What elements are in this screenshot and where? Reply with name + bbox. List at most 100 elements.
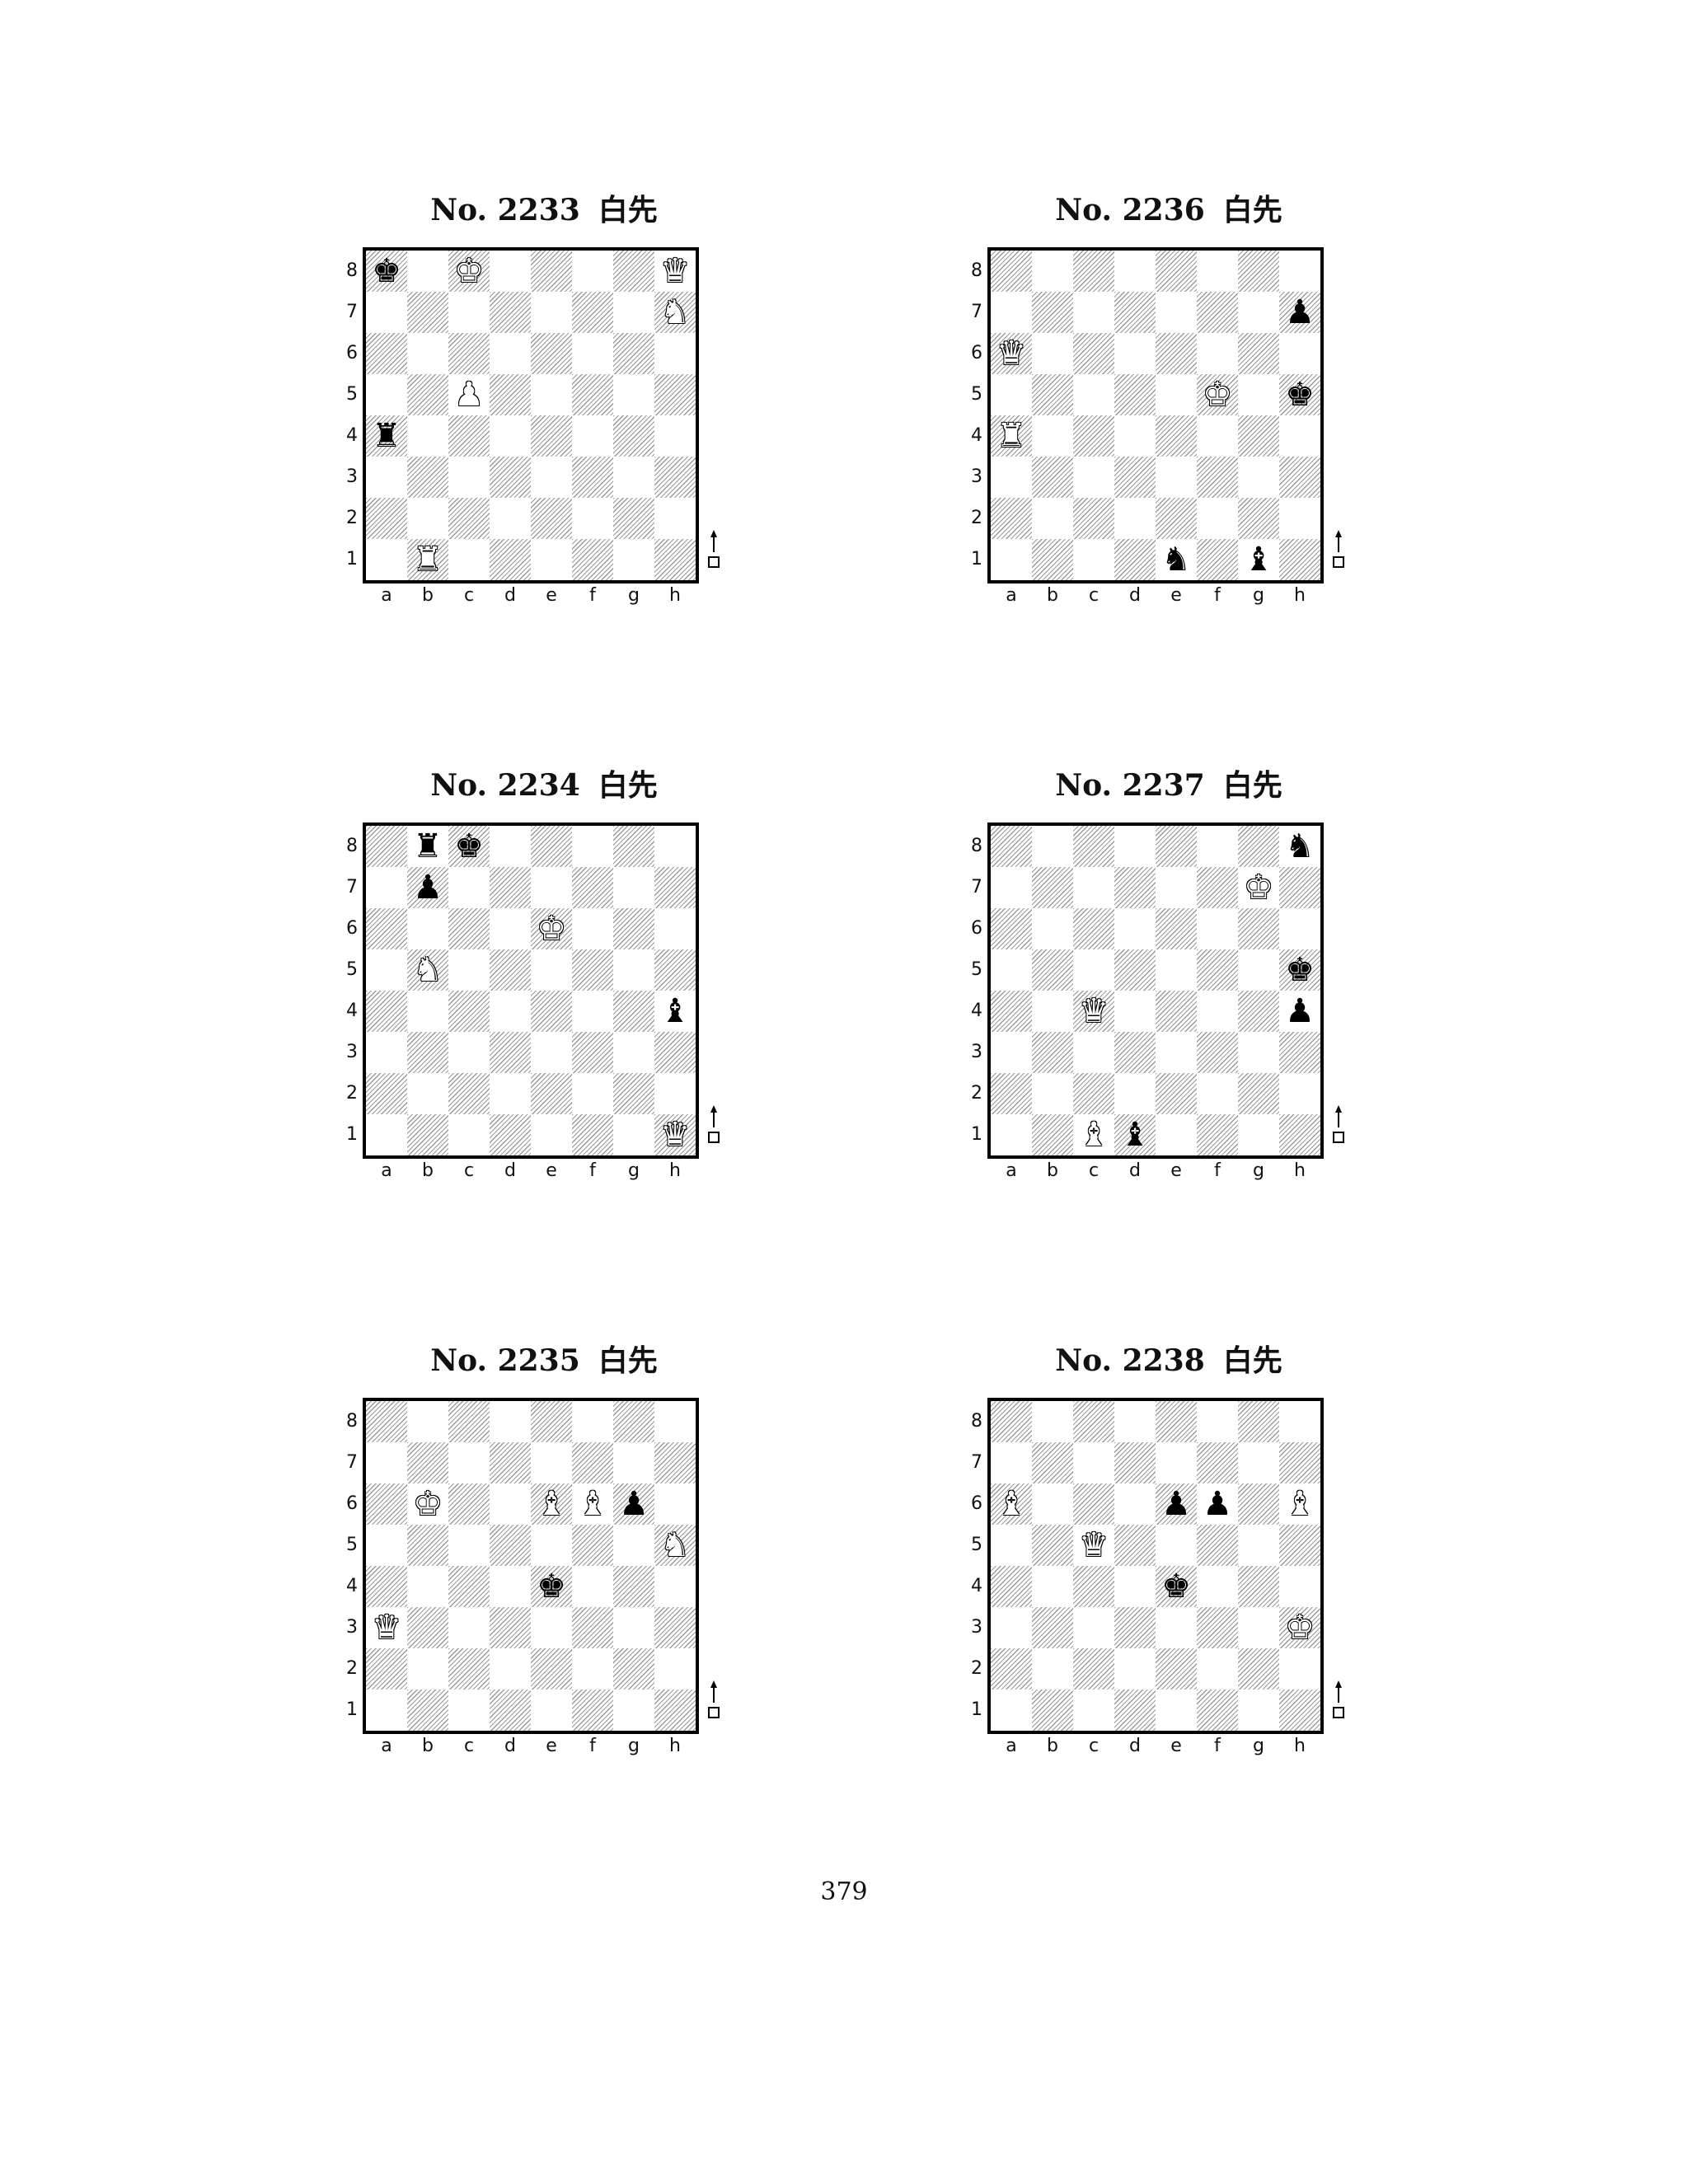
- board-square: [1073, 1690, 1114, 1731]
- board-square: [407, 1483, 448, 1525]
- white-to-move-icon: [708, 530, 720, 568]
- rank-label: 2: [346, 1658, 358, 1679]
- rank-label: 7: [971, 1452, 982, 1473]
- board-square: [654, 908, 696, 949]
- rank-label: 4: [971, 425, 982, 446]
- board-square: [490, 1690, 531, 1731]
- black-rook-icon: ♜: [413, 827, 443, 865]
- side-to-move: 白先: [1222, 194, 1282, 227]
- board-square: [407, 539, 448, 580]
- file-label: a: [381, 585, 392, 606]
- file-label: c: [463, 1160, 475, 1181]
- board-square: [1156, 1483, 1197, 1525]
- problem-number: No. 2233: [430, 193, 580, 227]
- board-square: [407, 415, 448, 457]
- board-square: [1032, 1690, 1073, 1731]
- board-square: [1114, 867, 1156, 908]
- board-square: [490, 1607, 531, 1648]
- board-square: [448, 949, 490, 991]
- black-king-icon: ♚: [454, 827, 484, 865]
- board-square: [613, 1442, 654, 1483]
- board-square: [1032, 1114, 1073, 1155]
- board-square: [366, 1525, 407, 1566]
- diagram-title: No. 2236 白先: [938, 190, 1400, 231]
- black-king-icon: ♚: [372, 252, 401, 290]
- white-queen-icon: ♛: [660, 1116, 690, 1154]
- board-square: [531, 1607, 572, 1648]
- board-square: [572, 251, 613, 292]
- board-square: [1238, 1073, 1279, 1114]
- board-square: [366, 415, 407, 457]
- board-square: [366, 991, 407, 1032]
- board-square: [490, 949, 531, 991]
- file-label: c: [1088, 1160, 1100, 1181]
- board-square: [448, 292, 490, 333]
- board-square: [531, 251, 572, 292]
- rank-label: 5: [346, 1535, 358, 1555]
- board-square: [1197, 1401, 1238, 1442]
- rank-label: 4: [971, 1001, 982, 1021]
- white-to-move-icon: [708, 1680, 720, 1718]
- board-square: [1156, 949, 1197, 991]
- board-square: [407, 333, 448, 374]
- board-square: [1156, 1401, 1197, 1442]
- board-square: [407, 826, 448, 867]
- board-square: [448, 1032, 490, 1073]
- board-square: [1279, 1401, 1320, 1442]
- file-label: g: [1253, 1160, 1264, 1181]
- black-pawn-icon: ♟: [1285, 992, 1315, 1030]
- board-square: [654, 457, 696, 498]
- white-king-icon: ♚: [1285, 1609, 1315, 1647]
- file-label: b: [1047, 585, 1058, 606]
- file-label: c: [463, 585, 475, 606]
- board-square: [572, 333, 613, 374]
- board-square: [1156, 908, 1197, 949]
- board-square: [1156, 867, 1197, 908]
- board-square: [448, 1442, 490, 1483]
- board-square: [1032, 826, 1073, 867]
- board-square: [654, 1607, 696, 1648]
- board-square: [1197, 949, 1238, 991]
- board-square: [1238, 1114, 1279, 1155]
- board-square: [572, 908, 613, 949]
- board-square: [1279, 1648, 1320, 1690]
- board-square: [490, 1648, 531, 1690]
- board-square: [490, 908, 531, 949]
- problem-number: No. 2236: [1055, 193, 1205, 227]
- board-square: [407, 908, 448, 949]
- board-square: [991, 333, 1032, 374]
- board-square: [654, 1032, 696, 1073]
- white-king-icon: ♚: [1203, 376, 1232, 414]
- board-square: [366, 908, 407, 949]
- rank-label: 8: [971, 836, 982, 856]
- board-square: [1114, 1401, 1156, 1442]
- white-knight-icon: ♞: [660, 293, 690, 331]
- board-square: [1073, 498, 1114, 539]
- board-square: [991, 251, 1032, 292]
- board-square: [654, 1442, 696, 1483]
- board-square: [654, 1525, 696, 1566]
- board-square: [1073, 908, 1114, 949]
- board-square: [1238, 292, 1279, 333]
- board-square: [366, 1032, 407, 1073]
- board-square: [531, 415, 572, 457]
- board-square: [531, 333, 572, 374]
- board-square: [1238, 498, 1279, 539]
- board-square: [448, 498, 490, 539]
- board-square: [1197, 867, 1238, 908]
- board-square: [1238, 374, 1279, 415]
- chess-board: ♟♛♚♚♜♞♝: [987, 247, 1324, 583]
- board-square: [448, 867, 490, 908]
- board-square: [1279, 498, 1320, 539]
- file-label: e: [546, 1160, 557, 1181]
- board-square: [613, 292, 654, 333]
- board-square: [490, 1483, 531, 1525]
- board-square: [1156, 1442, 1197, 1483]
- side-to-move: 白先: [598, 1344, 658, 1378]
- board-square: [1238, 415, 1279, 457]
- board-square: [1073, 1073, 1114, 1114]
- board-square: [654, 374, 696, 415]
- white-pawn-icon: ♟: [454, 376, 484, 414]
- board-square: [572, 415, 613, 457]
- file-label: a: [381, 1160, 392, 1181]
